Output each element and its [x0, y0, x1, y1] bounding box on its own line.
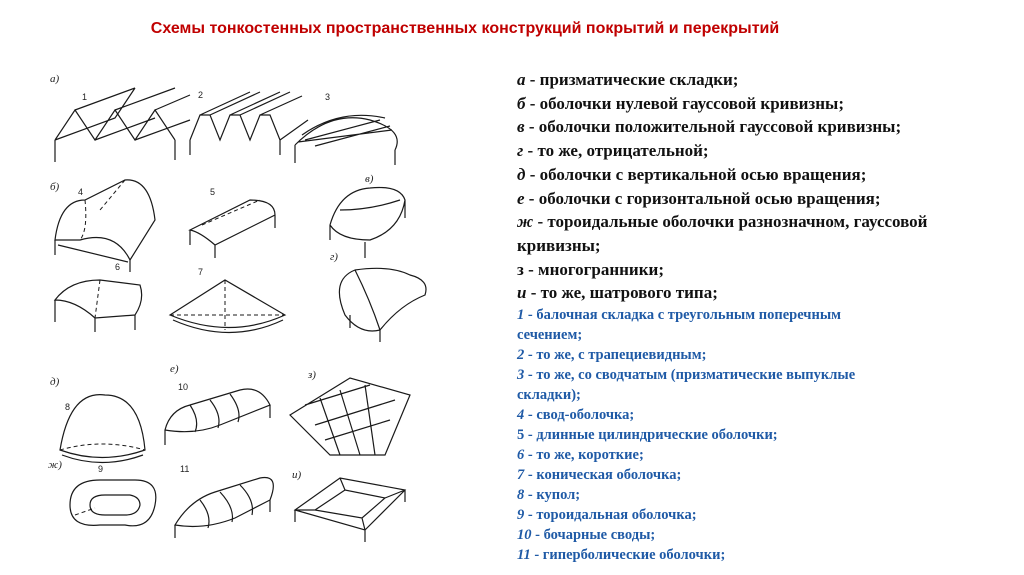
- polyhedron: [290, 378, 410, 455]
- fig-letter-i: и): [292, 469, 302, 481]
- legend-item-1-cont: сечением;: [517, 325, 997, 345]
- fig-letter-zh: ж): [48, 459, 62, 471]
- fig-num-9: 9: [98, 464, 103, 474]
- legend-item-3-cont: складки);: [517, 385, 997, 405]
- legend: а - призматические складки; б - оболочки…: [517, 68, 997, 565]
- legend-item-11: 11 - гиперболические оболочки;: [517, 545, 997, 565]
- legend-item-3: 3 - то же, со сводчатым (призматические …: [517, 365, 997, 385]
- fig-letter-e: е): [170, 363, 179, 375]
- legend-item-6: 6 - то же, короткие;: [517, 445, 997, 465]
- fig-num-3: 3: [325, 92, 330, 102]
- cylindrical-shell-long: 5: [190, 187, 275, 258]
- barrel-vaults: 10: [165, 382, 270, 445]
- fig-letter-v: в): [365, 173, 374, 185]
- page-title: Схемы тонкостенных пространственных конс…: [0, 20, 930, 38]
- legend-item-2: 2 - то же, с трапециевидным;: [517, 345, 997, 365]
- legend-line-v: в - оболочки положительной гауссовой кри…: [517, 115, 997, 139]
- legend-line-zh-cont: кривизны;: [517, 234, 997, 258]
- fold-vaulted: 3: [295, 92, 397, 165]
- legend-black-list: а - призматические складки; б - оболочки…: [517, 68, 997, 305]
- fold-trapezoid: 2: [190, 90, 308, 155]
- dome: 8: [60, 395, 145, 463]
- fig-num-11: 11: [180, 464, 189, 474]
- fig-num-7: 7: [198, 267, 203, 277]
- fig-letter-z: з): [307, 369, 316, 381]
- legend-line-d: д - оболочки с вертикальной осью вращени…: [517, 163, 997, 187]
- legend-item-7: 7 - коническая оболочка;: [517, 465, 997, 485]
- legend-line-a: а - призматические складки;: [517, 68, 997, 92]
- fig-letter-b: б): [50, 181, 60, 193]
- legend-line-b: б - оболочки нулевой гауссовой кривизны;: [517, 92, 997, 116]
- shell-positive-curvature: [330, 188, 405, 259]
- shell-negative-curvature: [339, 268, 426, 342]
- legend-line-zh: ж - тороидальные оболочки разнозначном, …: [517, 210, 997, 234]
- legend-line-z: з - многогранники;: [517, 258, 997, 282]
- conical-shell: 7: [170, 267, 285, 333]
- structures-drawing: а) 1 2 3 б) 4 5 в): [40, 60, 490, 570]
- legend-item-9: 9 - тороидальная оболочка;: [517, 505, 997, 525]
- fig-num-2: 2: [198, 90, 203, 100]
- cylindrical-shell-short: 6: [55, 262, 142, 332]
- legend-item-10: 10 - бочарные своды;: [517, 525, 997, 545]
- fig-num-1: 1: [82, 92, 87, 102]
- hyperbolic-shells: 11: [175, 464, 273, 538]
- fig-num-10: 10: [178, 382, 188, 392]
- vault-shell: 4: [55, 180, 155, 272]
- fig-letter-a: а): [50, 73, 60, 85]
- legend-line-i: и - то же, шатрового типа;: [517, 281, 997, 305]
- legend-item-8: 8 - купол;: [517, 485, 997, 505]
- fig-letter-g: г): [330, 251, 338, 263]
- legend-item-1: 1 - балочная складка с треугольным попер…: [517, 305, 997, 325]
- toroidal-shell: 9: [70, 464, 156, 526]
- fig-num-5: 5: [210, 187, 215, 197]
- tent-polyhedron: [295, 478, 405, 542]
- legend-item-5: 5 - длинные цилиндрические оболочки;: [517, 425, 997, 445]
- fig-num-8: 8: [65, 402, 70, 412]
- legend-line-g: г - то же, отрицательной;: [517, 139, 997, 163]
- fold-triangular: 1: [55, 88, 190, 162]
- fig-num-4: 4: [78, 187, 83, 197]
- legend-line-e: е - оболочки с горизонтальной осью враще…: [517, 187, 997, 211]
- fig-num-6: 6: [115, 262, 120, 272]
- legend-item-4: 4 - свод-оболочка;: [517, 405, 997, 425]
- legend-blue-list: 1 - балочная складка с треугольным попер…: [517, 305, 997, 565]
- fig-letter-d: д): [50, 376, 60, 388]
- structures-figure: а) 1 2 3 б) 4 5 в): [40, 60, 490, 570]
